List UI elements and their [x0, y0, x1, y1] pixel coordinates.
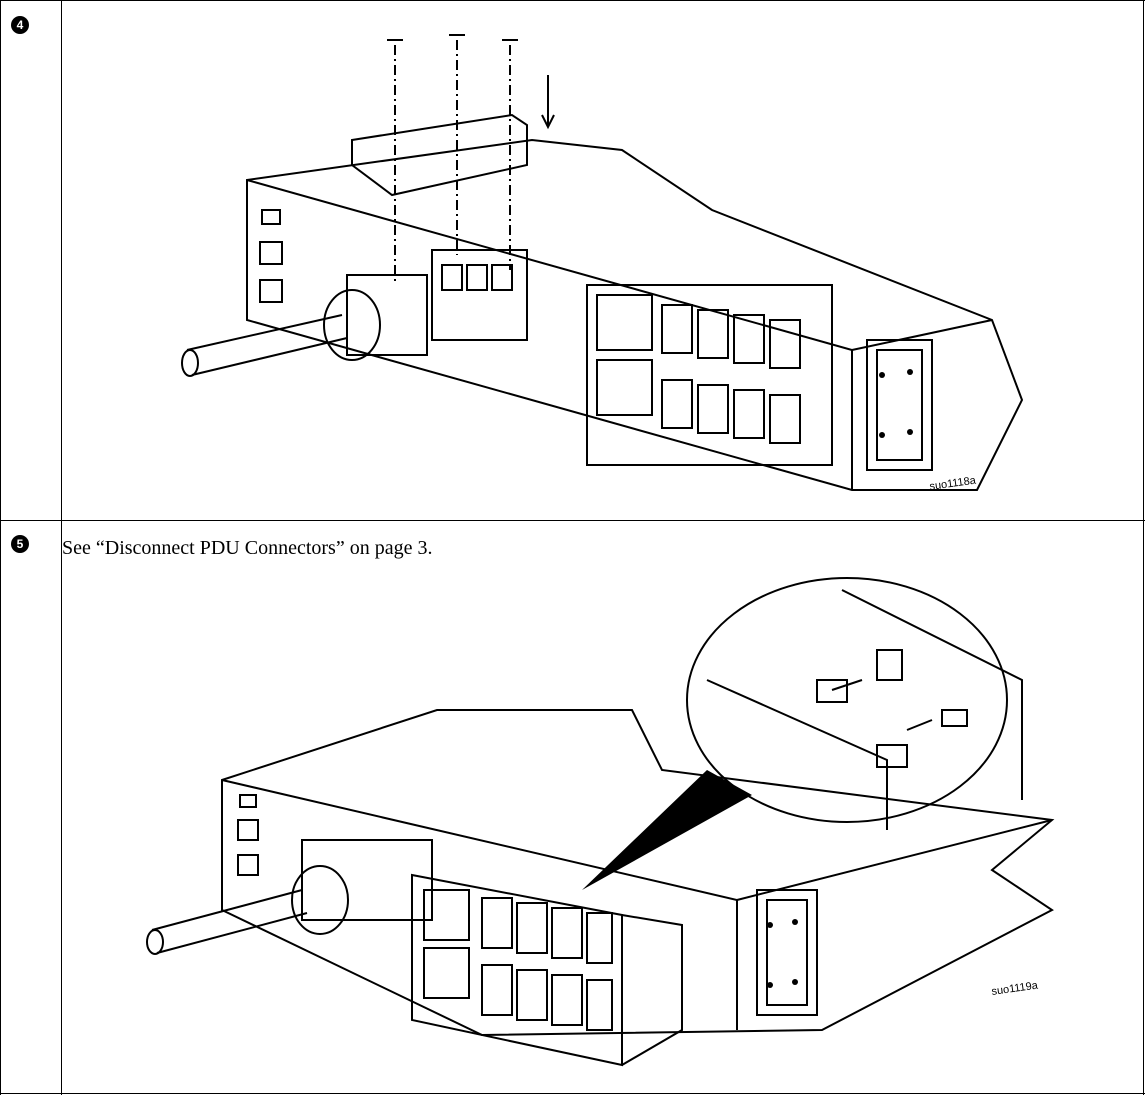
column-divider [61, 0, 62, 1095]
table-border-right [1143, 0, 1144, 1095]
row-divider [0, 520, 1145, 521]
step-number-badge: 4 [11, 16, 29, 34]
pdu-cover-screws-illustration: suo1118a [181, 34, 1024, 493]
step-number-badge: 5 [11, 535, 29, 553]
table-border-left [0, 0, 1, 1095]
step-instruction: See “Disconnect PDU Connectors” on page … [62, 537, 433, 559]
figure-code-label: suo1119a [991, 979, 1040, 998]
table-border-top [0, 0, 1145, 1]
disconnect-pdu-connectors-illustration: suo1119a [146, 577, 1055, 1067]
table-border-bottom [0, 1093, 1145, 1094]
